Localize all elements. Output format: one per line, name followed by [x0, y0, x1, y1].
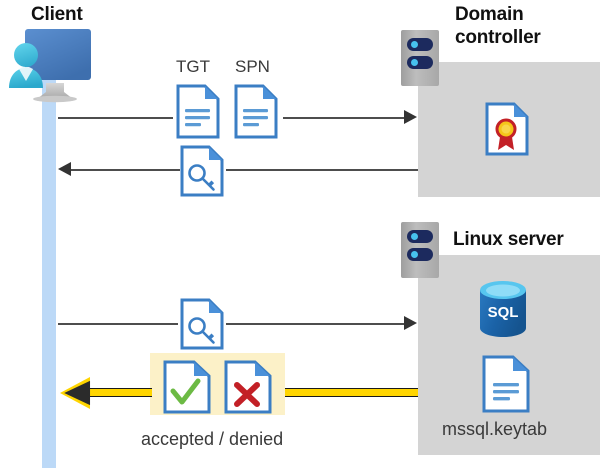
flow-1-line-right [283, 117, 408, 119]
domain-controller-title-line1: Domain [455, 4, 524, 25]
flow-4-arrowhead-left [58, 374, 92, 412]
domain-controller-title: Domain controller [455, 3, 600, 49]
flow-2-arrowhead-left [58, 162, 71, 176]
ticket-document-icon-spn [234, 84, 278, 139]
server-rack-icon-domain-controller [401, 30, 439, 86]
denied-cross-document-icon [224, 360, 272, 414]
domain-controller-title-line2: controller [455, 27, 541, 48]
keytab-filename-label: mssql.keytab [442, 419, 548, 439]
spn-label: SPN [235, 57, 270, 76]
sql-database-icon: SQL [475, 280, 531, 338]
server-rack-icon-linux-server [401, 222, 439, 278]
flow-2-line-right [226, 169, 418, 171]
flow-4-line-right [285, 388, 418, 397]
certificate-document-icon [485, 102, 529, 156]
accepted-denied-label: accepted / denied [141, 429, 284, 449]
client-lifeline [42, 72, 56, 468]
client-title: Client [31, 4, 83, 25]
flow-3-line-left [58, 323, 178, 325]
accepted-check-document-icon [163, 360, 211, 414]
flow-1-line-left [58, 117, 173, 119]
flow-3-arrowhead-right [404, 316, 417, 330]
flow-4-line-left [85, 388, 152, 397]
flow-1-arrowhead-right [404, 110, 417, 124]
flow-2-line-left [70, 169, 180, 171]
tgt-label: TGT [176, 57, 210, 76]
svg-text:SQL: SQL [488, 304, 519, 321]
client-workstation-icon [4, 26, 102, 104]
linux-server-title: Linux server [453, 229, 564, 250]
key-document-icon-flow3 [180, 298, 224, 350]
flow-3-line-right [226, 323, 408, 325]
keytab-document-icon [482, 355, 530, 413]
key-document-icon-flow2 [180, 145, 224, 197]
ticket-document-icon-tgt [176, 84, 220, 139]
